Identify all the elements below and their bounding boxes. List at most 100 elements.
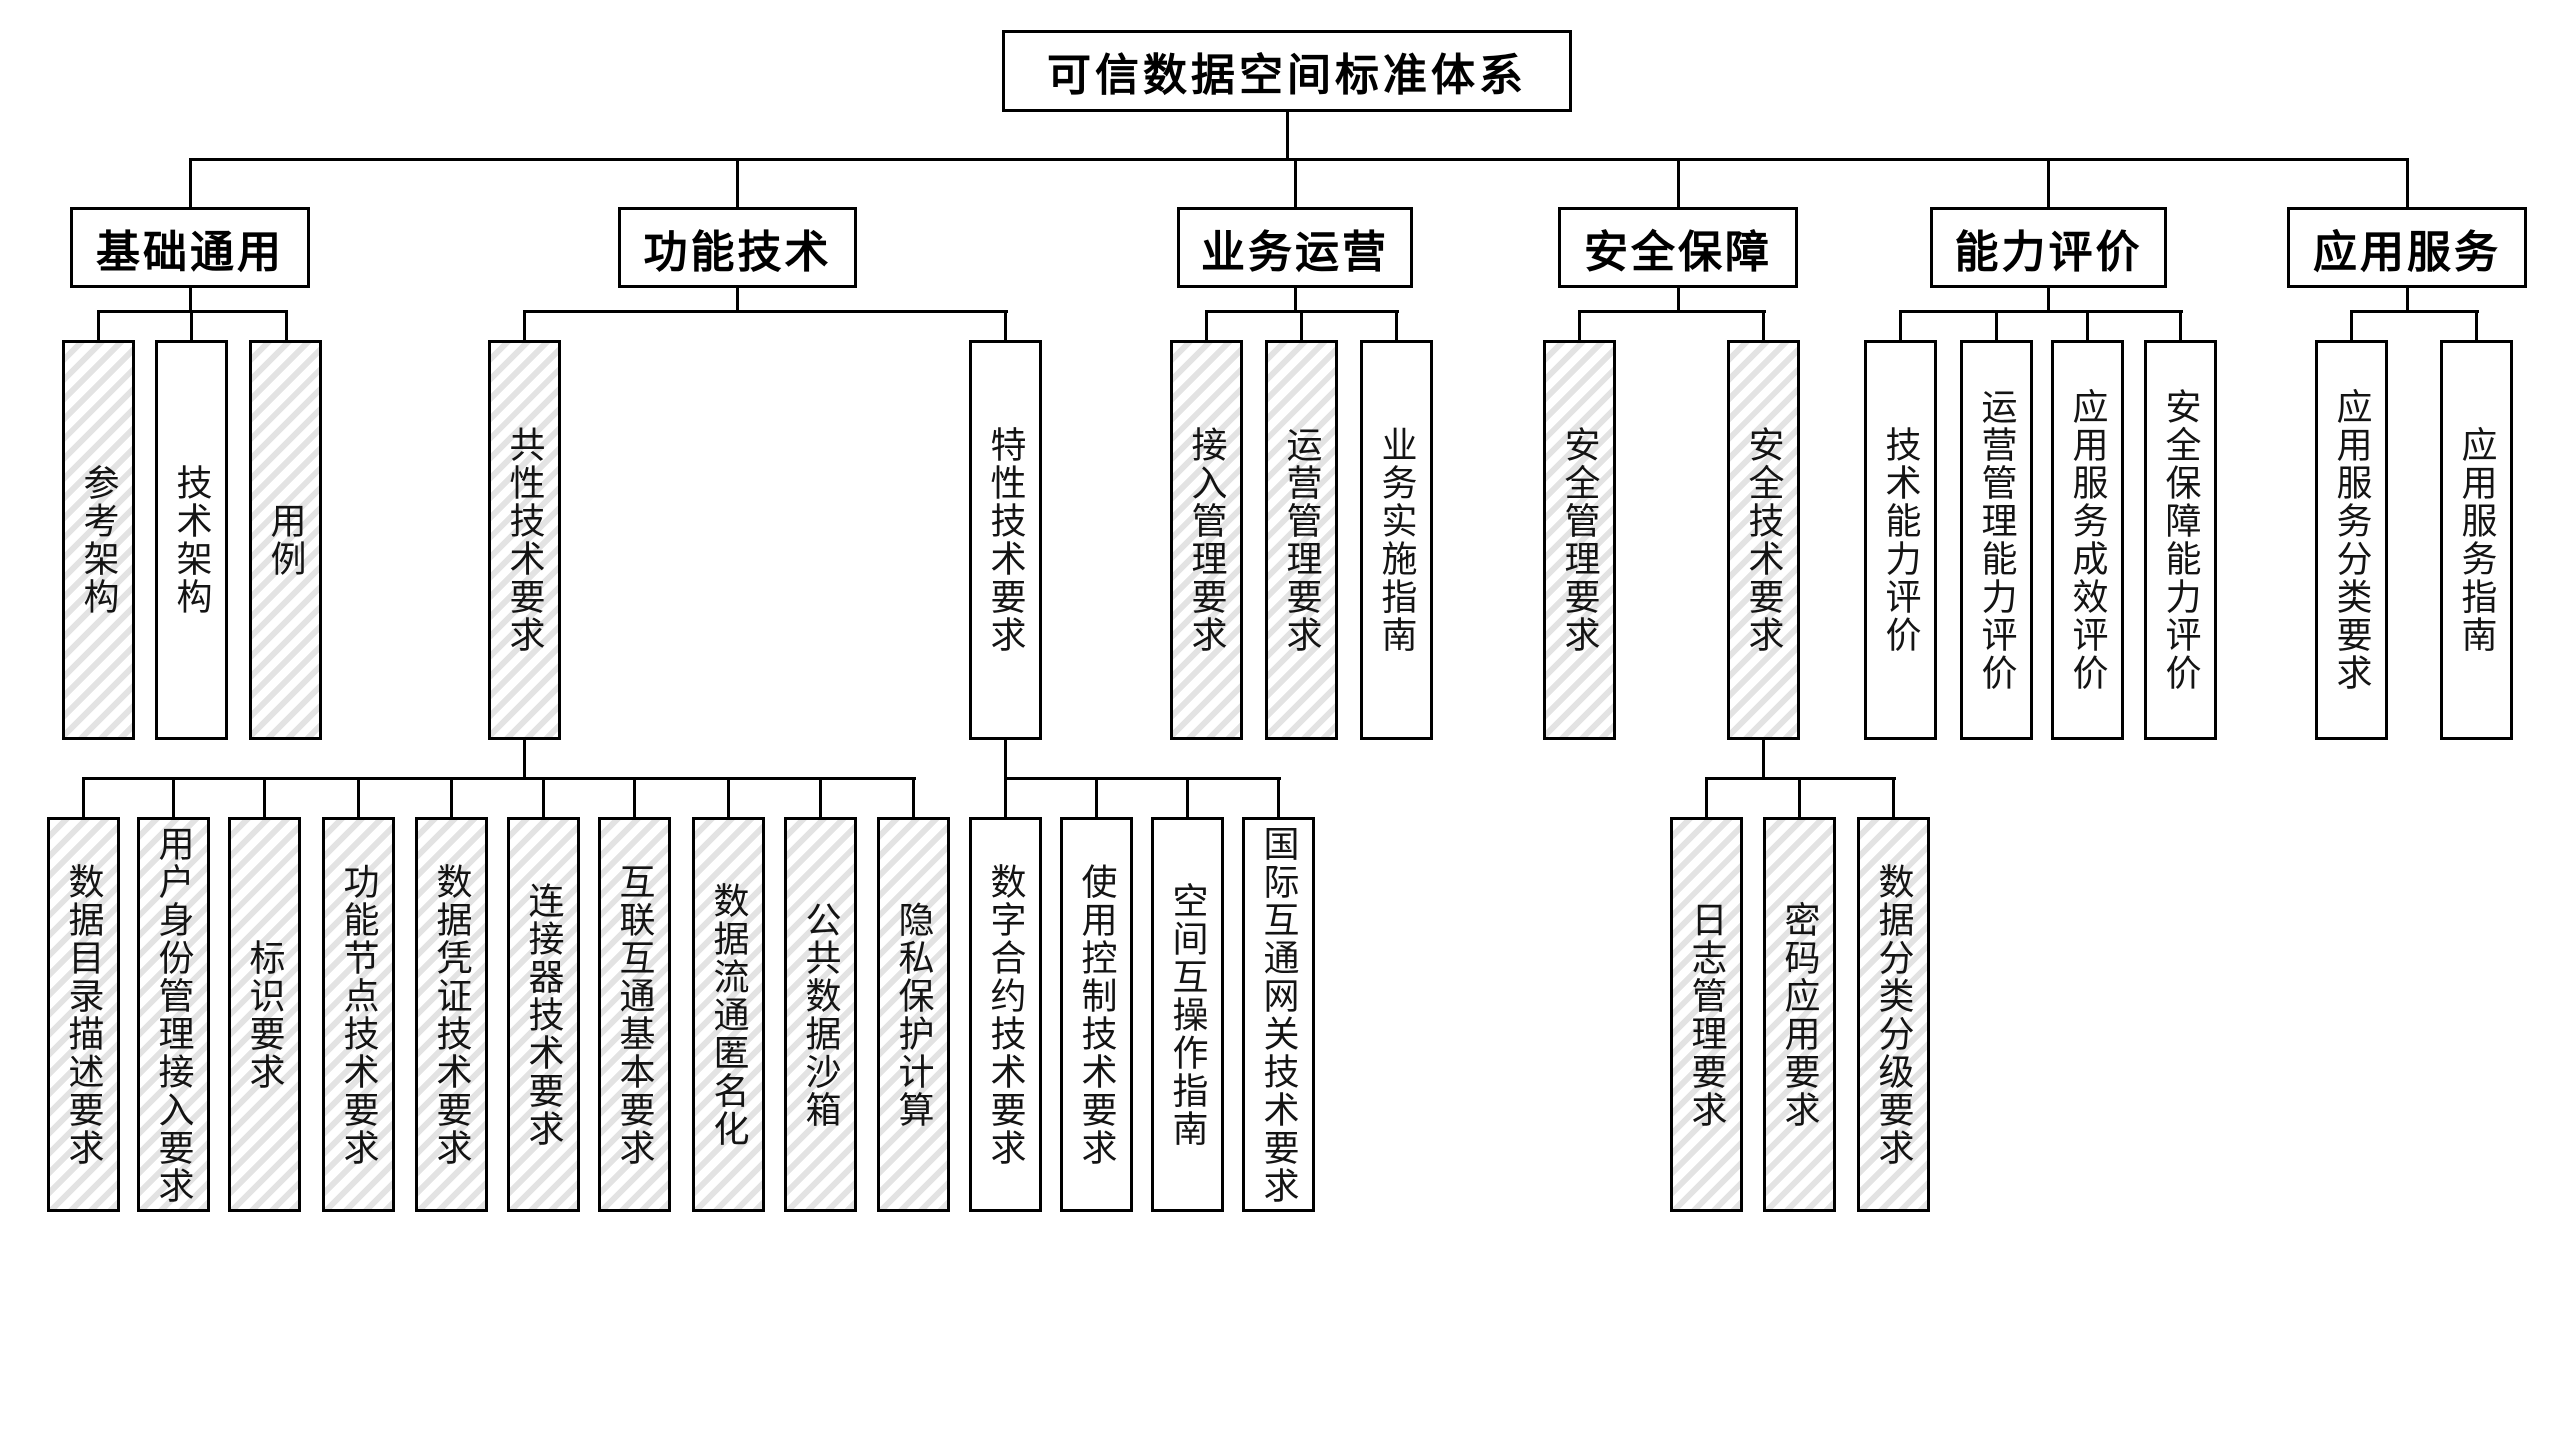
connector-line [2047, 288, 2050, 310]
standard-label: 共性技术要求 [504, 426, 545, 654]
connector-line [189, 158, 192, 207]
standard-label: 应用服务指南 [2456, 426, 2497, 654]
standard-node: 业务实施指南 [1360, 340, 1433, 740]
standard-node: 公共数据沙箱 [784, 817, 857, 1212]
standard-node: 安全技术要求 [1727, 340, 1800, 740]
standard-node: 国际互通网关技术要求 [1242, 817, 1315, 1212]
branch-label: 安全保障 [1584, 227, 1772, 277]
connector-line [189, 158, 2409, 161]
connector-line [1277, 777, 1280, 817]
standard-node: 标识要求 [228, 817, 301, 1212]
connector-line [1395, 310, 1398, 340]
connector-line [1899, 310, 1902, 340]
connector-line [1762, 740, 1765, 777]
standard-label: 数据分类分级要求 [1873, 862, 1914, 1167]
connector-line [523, 740, 526, 777]
standard-label: 安全技术要求 [1743, 426, 1784, 654]
standard-node: 用例 [249, 340, 322, 740]
standard-label: 安全管理要求 [1559, 426, 1600, 654]
connector-line [2475, 310, 2478, 340]
standard-node: 运营管理要求 [1265, 340, 1338, 740]
connector-line [1798, 777, 1801, 817]
standard-node: 接入管理要求 [1170, 340, 1243, 740]
connector-line [819, 777, 822, 817]
standard-node: 技术架构 [155, 340, 228, 740]
connector-line [2086, 310, 2089, 340]
standard-node: 应用服务指南 [2440, 340, 2513, 740]
connector-line [1762, 310, 1765, 340]
branch-header-functional-technology: 功能技术 [618, 207, 857, 288]
standard-label: 用例 [265, 502, 306, 578]
connector-line [736, 288, 739, 310]
branch-label: 业务运营 [1201, 227, 1389, 277]
standard-label: 数据目录描述要求 [63, 862, 104, 1167]
branch-label: 能力评价 [1954, 227, 2143, 277]
connector-line [2406, 288, 2409, 310]
standard-node: 用户身份管理接入要求 [137, 817, 210, 1212]
connector-line [1677, 158, 1680, 207]
connector-line [2179, 310, 2182, 340]
standard-label: 密码应用要求 [1779, 900, 1820, 1129]
standard-node: 连接器技术要求 [507, 817, 580, 1212]
standard-node: 日志管理要求 [1670, 817, 1743, 1212]
standard-label: 数字合约技术要求 [985, 862, 1026, 1167]
connector-line [523, 310, 526, 340]
standard-label: 应用服务分类要求 [2331, 388, 2372, 692]
connector-line [82, 777, 916, 780]
standard-label: 参考架构 [78, 464, 119, 616]
connector-line [1004, 777, 1007, 817]
connector-line [263, 777, 266, 817]
standard-node: 数据凭证技术要求 [415, 817, 488, 1212]
standard-node: 安全管理要求 [1543, 340, 1616, 740]
branch-label: 基础通用 [96, 227, 284, 277]
connector-line [82, 777, 85, 817]
connector-line [1286, 112, 1289, 158]
connector-line [912, 777, 915, 817]
standard-label: 数据凭证技术要求 [431, 862, 472, 1167]
standard-label: 运营管理要求 [1281, 426, 1322, 654]
standard-node: 特性技术要求 [969, 340, 1042, 740]
connector-line [357, 777, 360, 817]
standard-label: 连接器技术要求 [523, 881, 564, 1148]
connector-line [633, 777, 636, 817]
branch-header-basic-general: 基础通用 [70, 207, 310, 288]
standard-label: 用户身份管理接入要求 [153, 824, 194, 1205]
standard-label: 日志管理要求 [1686, 900, 1727, 1129]
connector-line [1705, 777, 1708, 817]
connector-line [1205, 310, 1208, 340]
connector-line [1995, 310, 1998, 340]
connector-line [1095, 777, 1098, 817]
connector-line [190, 310, 193, 340]
standard-node: 隐私保护计算 [877, 817, 950, 1212]
standard-label: 互联互通基本要求 [614, 862, 655, 1167]
connector-line [1578, 310, 1766, 313]
standard-label: 运营管理能力评价 [1976, 388, 2017, 692]
standard-node: 功能节点技术要求 [322, 817, 395, 1212]
standard-node: 技术能力评价 [1864, 340, 1937, 740]
branch-header-capability-evaluation: 能力评价 [1930, 207, 2167, 288]
connector-line [542, 777, 545, 817]
standard-label: 公共数据沙箱 [800, 900, 841, 1129]
standard-node: 数据分类分级要求 [1857, 817, 1930, 1212]
branch-label: 应用服务 [2313, 227, 2501, 277]
connector-line [2047, 158, 2050, 207]
standard-node: 互联互通基本要求 [598, 817, 671, 1212]
root-node: 可信数据空间标准体系 [1002, 30, 1572, 112]
standard-label: 标识要求 [244, 938, 285, 1091]
standard-label: 接入管理要求 [1186, 426, 1227, 654]
connector-line [1899, 310, 2183, 313]
standard-label: 空间互操作指南 [1167, 881, 1208, 1148]
connector-line [1294, 288, 1297, 310]
standard-node: 数据目录描述要求 [47, 817, 120, 1212]
standard-node: 应用服务成效评价 [2051, 340, 2124, 740]
connector-line [1300, 310, 1303, 340]
connector-line [450, 777, 453, 817]
connector-line [1186, 777, 1189, 817]
connector-line [523, 310, 1008, 313]
connector-line [736, 158, 739, 207]
standard-node: 共性技术要求 [488, 340, 561, 740]
connector-line [2350, 310, 2479, 313]
connector-line [2350, 310, 2353, 340]
standard-label: 应用服务成效评价 [2067, 388, 2108, 692]
